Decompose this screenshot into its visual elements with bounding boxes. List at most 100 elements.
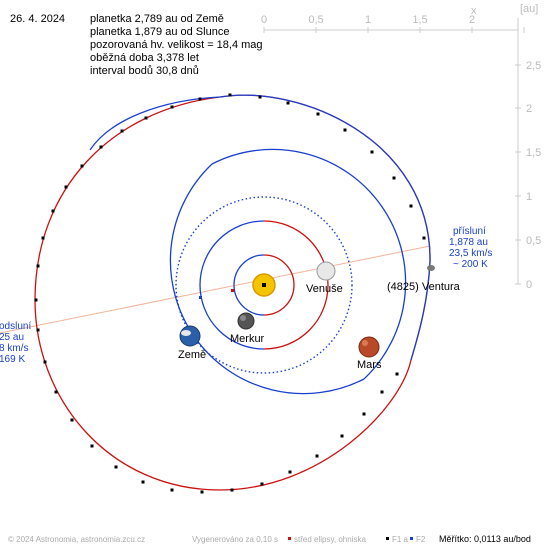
- mars-orbit-blue-a: [211, 148, 407, 380]
- y-tick-label: 2,5: [526, 60, 541, 72]
- info-line-5: interval bodů 30,8 dnů: [90, 65, 199, 77]
- venus-orbit-blue: [199, 220, 265, 350]
- orbit-interval-dot: [422, 236, 426, 240]
- mercury-orbit-blue: [233, 254, 265, 316]
- earth-orbit: [175, 196, 353, 374]
- asteroid-orbit-red: [34, 94, 431, 491]
- footer-scale: Měřítko: 0,0113 au/bod: [439, 534, 531, 544]
- orbit-interval-dot: [51, 209, 55, 213]
- y-tick-label: 1,5: [526, 147, 541, 159]
- apsis-line: [0, 245, 431, 334]
- perihelion-line-1: přísluní: [453, 226, 486, 237]
- orbit-interval-dot: [54, 390, 58, 394]
- earth-label: Země: [178, 349, 206, 361]
- aphelion-line-2: 25 au: [0, 332, 24, 343]
- orbit-interval-dot: [170, 105, 174, 109]
- venus: Venuše: [306, 261, 343, 295]
- orbit-interval-dot: [315, 454, 319, 458]
- x-tick-label: 1,5: [412, 14, 427, 26]
- orbit-interval-dot: [288, 470, 292, 474]
- footer-legend-f2: F2: [416, 535, 426, 544]
- orbit-interval-dot: [370, 150, 374, 154]
- orbit-interval-dot: [392, 176, 396, 180]
- asteroid-icon: [427, 265, 435, 271]
- orbit-interval-dot: [200, 490, 204, 494]
- orbit-interval-dot: [36, 328, 40, 332]
- asteroid-label: (4825) Ventura: [387, 281, 461, 293]
- orbit-interval-dot: [362, 412, 366, 416]
- earth-icon: [179, 325, 201, 347]
- footer: © 2024 Astronomia, astronomia.zcu.cz Vyg…: [8, 534, 531, 544]
- orbit-interval-dot: [198, 97, 202, 101]
- footer-legend-center: střed elipsy, ohniska: [294, 535, 366, 544]
- mercury: Merkur: [230, 312, 265, 345]
- info-line-3: pozorovaná hv. velikost = 18,4 mag: [90, 39, 263, 51]
- axis-unit: [au]: [520, 3, 538, 15]
- orbit-interval-dot: [144, 116, 148, 120]
- orbit-interval-dot: [90, 444, 94, 448]
- info-line-1: planetka 2,789 au od Země: [90, 13, 224, 25]
- perihelion-line-4: ~ 200 K: [453, 259, 488, 270]
- orbit-interval-dot: [41, 236, 45, 240]
- legend-center-marker: [288, 537, 291, 540]
- y-tick-label: 2: [526, 103, 532, 115]
- x-axis-label: x: [471, 5, 477, 17]
- orbit-interval-dot: [36, 264, 40, 268]
- orbit-interval-dot: [409, 204, 413, 208]
- asteroid-orbit-blue: [89, 94, 431, 263]
- legend-f2-marker: [410, 537, 413, 540]
- y-tick-label: 0,5: [526, 235, 541, 247]
- mercury-icon: [237, 312, 255, 330]
- orbit-interval-dot: [64, 185, 68, 189]
- mars-label: Mars: [357, 359, 382, 371]
- footer-generated: Vygenerováno za 0,10 s: [192, 535, 278, 544]
- info-line-4: oběžná doba 3,378 let: [90, 52, 199, 64]
- orbit-point-markers: [34, 93, 426, 494]
- y-ticks: 2,521,510,50: [515, 60, 541, 291]
- orbit-interval-dot: [286, 101, 290, 105]
- sun: [252, 273, 276, 297]
- mercury-orbit-red: [263, 254, 295, 316]
- orbit-interval-dot: [43, 360, 47, 364]
- venus-orbit-red: [263, 220, 329, 350]
- orbit-interval-dot: [380, 390, 384, 394]
- orbit-interval-dot: [395, 372, 399, 376]
- x-tick-label: 0: [261, 14, 267, 26]
- mercury-label: Merkur: [230, 333, 265, 345]
- orbit-interval-dot: [34, 298, 38, 302]
- y-tick-label: 1: [526, 191, 532, 203]
- mercury-highlight: [240, 315, 246, 321]
- focus-f2-marker: [199, 296, 202, 299]
- asteroid: (4825) Ventura: [387, 265, 461, 293]
- orbit-interval-dot: [141, 480, 145, 484]
- perihelion-line-2: 1,878 au: [449, 237, 488, 248]
- orbit-interval-dot: [70, 418, 74, 422]
- x-tick-label: 2: [469, 14, 475, 26]
- orbit-interval-dot: [316, 112, 320, 116]
- aphelion-annotation: odsluní 25 au 8 km/s 169 K: [0, 321, 31, 365]
- date-label: 26. 4. 2024: [10, 13, 65, 25]
- orbit-interval-dot: [120, 129, 124, 133]
- x-tick-label: 1: [365, 14, 371, 26]
- perihelion-line-3: 23,5 km/s: [449, 248, 492, 259]
- orbit-interval-dot: [228, 93, 232, 97]
- x-tick-label: 0,5: [308, 14, 323, 26]
- orbit-interval-dot: [230, 488, 234, 492]
- asteroid-orbit-blue-b: [410, 261, 431, 361]
- orbit-interval-dot: [114, 465, 118, 469]
- venus-icon: [316, 261, 336, 281]
- aphelion-line-1: odsluní: [0, 321, 31, 332]
- orbit-interval-dot: [340, 434, 344, 438]
- mars: Mars: [357, 336, 382, 371]
- mars-icon: [358, 336, 380, 358]
- mars-highlight: [362, 340, 368, 346]
- footer-copyright: © 2024 Astronomia, astronomia.zcu.cz: [8, 535, 145, 544]
- earth-clouds: [181, 330, 191, 336]
- orbit-interval-dot: [343, 128, 347, 132]
- orbit-interval-dot: [260, 482, 264, 486]
- sun-center-marker: [262, 283, 266, 287]
- orbit-interval-dot: [99, 145, 103, 149]
- perihelion-annotation: přísluní 1,878 au 23,5 km/s ~ 200 K: [449, 226, 492, 270]
